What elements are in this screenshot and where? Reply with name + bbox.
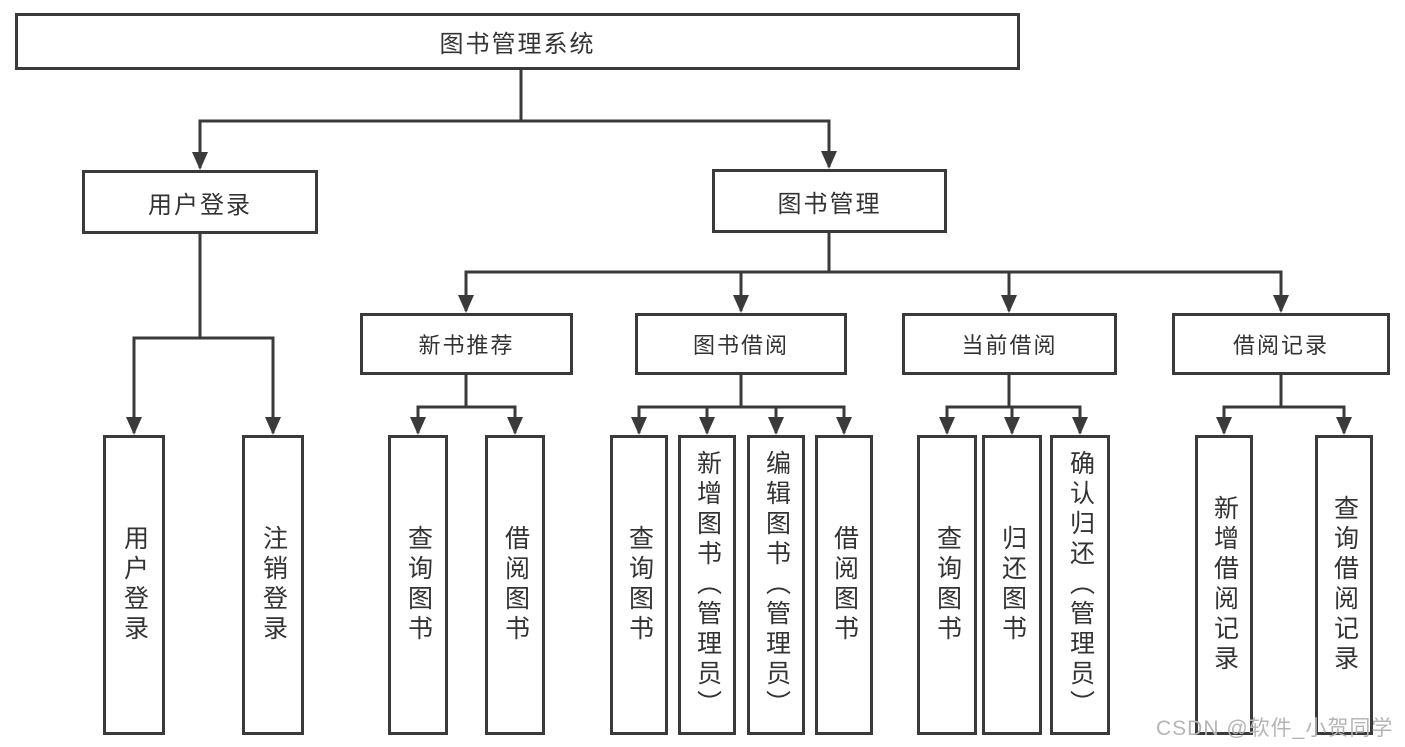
leaf-user-login: 用户登录 bbox=[103, 435, 165, 735]
leaf-current-query-books: 查询图书 bbox=[917, 435, 977, 735]
leaf-borrow-edit-books-admin: 编辑图书（管理员） bbox=[747, 435, 805, 735]
node-user-login: 用户登录 bbox=[82, 170, 318, 234]
connector-borrow-records-children bbox=[1216, 375, 1352, 435]
leaf-borrow-add-books-admin: 新增图书（管理员） bbox=[678, 435, 736, 735]
node-book-management: 图书管理 bbox=[712, 169, 947, 233]
leaf-current-confirm-return-admin: 确认归还（管理员） bbox=[1050, 435, 1110, 735]
watermark: CSDN @软件_小贺同学 bbox=[1156, 717, 1394, 740]
connector-book-management-children bbox=[458, 233, 1289, 313]
connector-new-book-recommend-children bbox=[410, 375, 523, 435]
leaf-records-query-record: 查询借阅记录 bbox=[1315, 435, 1373, 735]
node-borrow-records: 借阅记录 bbox=[1172, 313, 1390, 375]
leaf-borrow-borrow-books: 借阅图书 bbox=[815, 435, 873, 735]
connector-root-to-level2 bbox=[192, 69, 837, 170]
leaf-current-return-books: 归还图书 bbox=[982, 435, 1042, 735]
connector-current-borrow-children bbox=[939, 375, 1088, 435]
node-new-book-recommend: 新书推荐 bbox=[360, 313, 573, 375]
connector-book-borrow-children bbox=[631, 375, 852, 435]
leaf-recommend-query-books: 查询图书 bbox=[388, 435, 448, 735]
connector-user-login-children bbox=[126, 234, 281, 435]
node-current-borrow: 当前借阅 bbox=[902, 313, 1117, 375]
node-root: 图书管理系统 bbox=[15, 13, 1020, 70]
node-book-borrow: 图书借阅 bbox=[635, 313, 847, 375]
leaf-recommend-borrow-books: 借阅图书 bbox=[485, 435, 545, 735]
leaf-borrow-query-books: 查询图书 bbox=[610, 435, 668, 735]
leaf-logout: 注销登录 bbox=[242, 435, 304, 735]
leaf-records-add-record: 新增借阅记录 bbox=[1195, 435, 1253, 735]
